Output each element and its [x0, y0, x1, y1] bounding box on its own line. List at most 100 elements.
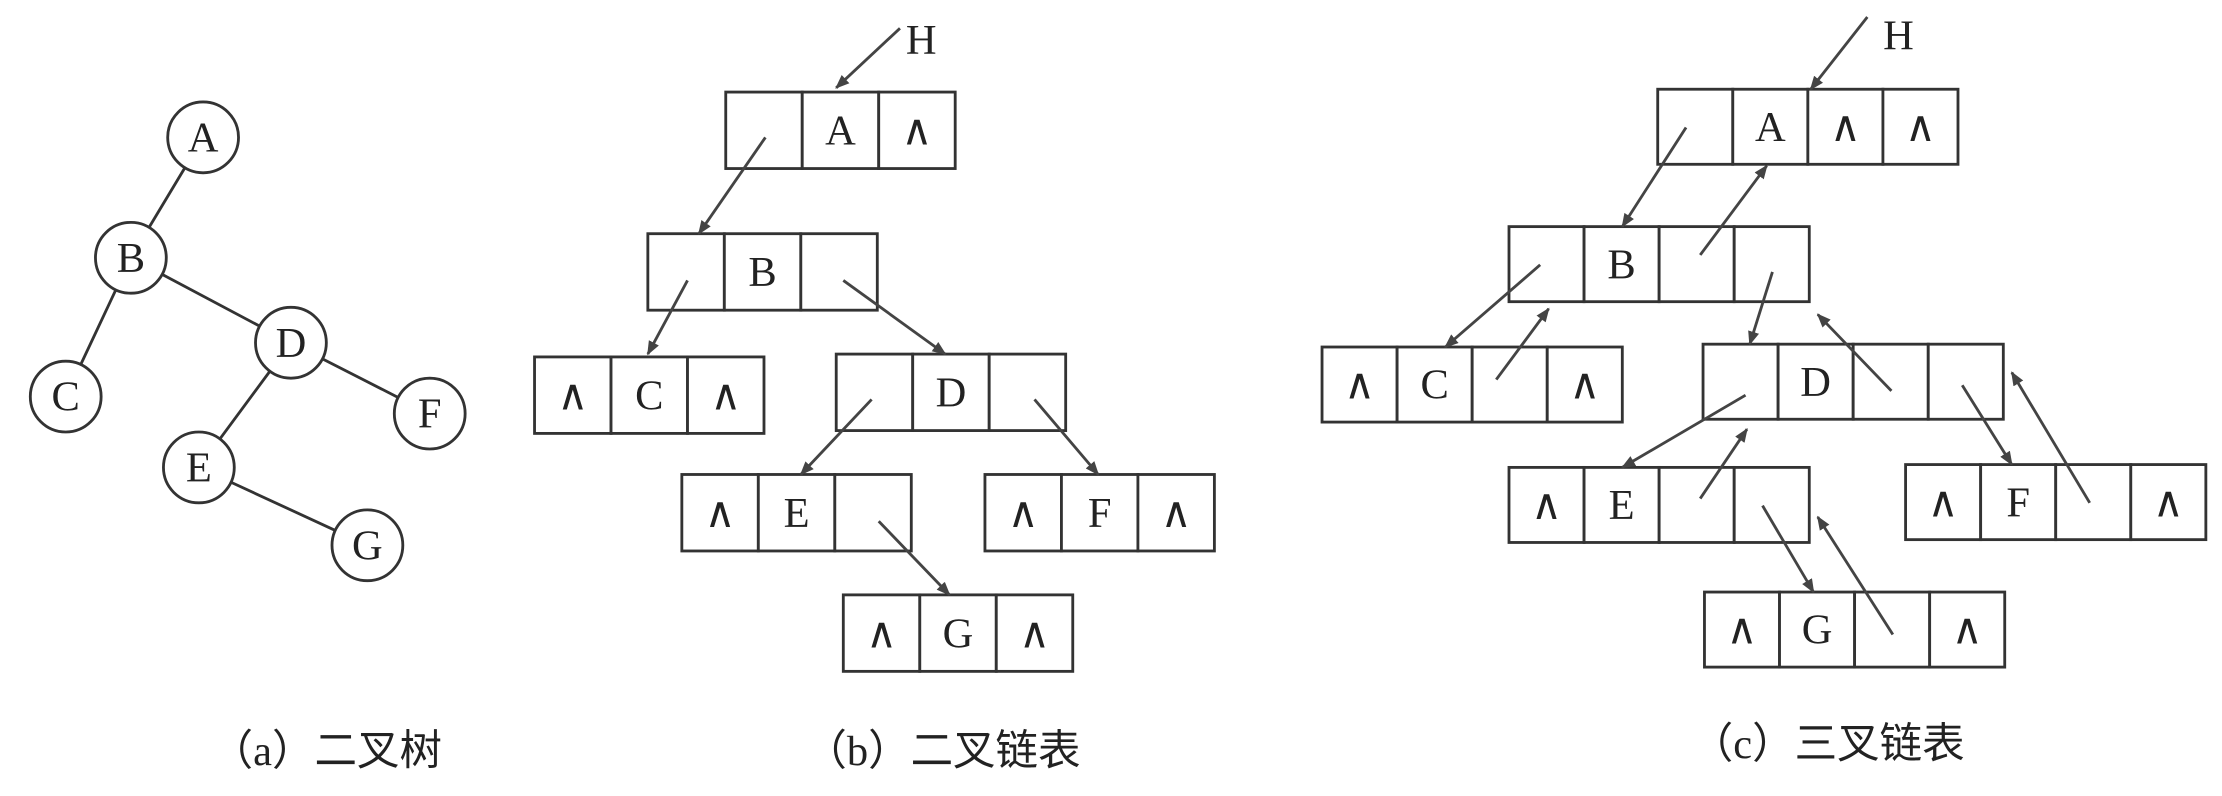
node-data: D: [1800, 359, 1831, 406]
tree-edge: [147, 167, 187, 229]
pointer-arrow: [1761, 504, 1815, 594]
node-field: [918, 593, 998, 673]
node-field: [799, 232, 879, 312]
node-field: [841, 593, 922, 673]
tree-node-label: G: [352, 522, 383, 569]
null-pointer-symbol: ∧: [1928, 479, 1959, 526]
tree-edge: [321, 357, 399, 399]
list-node-c: ∧ C ∧: [1320, 345, 1624, 424]
node-data: E: [784, 490, 810, 537]
tree-node-label: D: [276, 320, 307, 367]
node-data: E: [1609, 482, 1635, 529]
pointer-arrow: [1033, 398, 1100, 476]
node-field: [1582, 465, 1661, 544]
list-node-a: A ∧ ∧: [1656, 87, 1960, 166]
tree-node-f: [392, 376, 467, 451]
pointer-arrow: [1699, 164, 1768, 256]
tree-node-c: [28, 359, 103, 434]
caption-b: （b）二叉链表: [804, 728, 1080, 775]
node-field: [1320, 345, 1399, 424]
node-field: [1657, 225, 1736, 304]
pointer-arrow: [799, 398, 873, 476]
node-field: [1853, 590, 1932, 669]
node-field: [1731, 87, 1810, 166]
node-data: C: [635, 372, 663, 419]
list-node-f: ∧F∧: [1904, 463, 2208, 542]
node-field: [680, 473, 760, 553]
node-field: [1979, 463, 2058, 542]
node-field: [1060, 473, 1140, 553]
node-field: [983, 473, 1063, 553]
node-data: B: [748, 249, 776, 296]
caption-c: （c）三叉链表: [1691, 721, 1965, 768]
pointer-arrow: [1816, 313, 1893, 392]
node-field: [1136, 473, 1216, 553]
node-field: [1701, 342, 1780, 421]
node-field: [1507, 225, 1586, 304]
null-pointer-symbol: ∧: [901, 107, 932, 154]
null-pointer-symbol: ∧: [1019, 610, 1050, 657]
node-data: G: [1802, 607, 1833, 654]
node-field: [1904, 463, 1983, 542]
node-data: G: [943, 610, 974, 657]
node-field: [686, 355, 766, 435]
null-pointer-symbol: ∧: [866, 610, 897, 657]
pointer-arrow: [1621, 126, 1688, 228]
node-field: [2129, 463, 2208, 542]
node-field: [1881, 87, 1960, 166]
list-node-g: ∧ G ∧: [841, 593, 1075, 673]
pointer-arrow: [1495, 307, 1550, 381]
tree-node-label: A: [188, 115, 219, 162]
list-node-e: ∧E: [1507, 465, 1811, 544]
node-field: [1806, 87, 1885, 166]
node-field: [833, 473, 913, 553]
null-pointer-symbol: ∧: [1830, 104, 1861, 151]
panel-trifurcate-linked-list: A∧∧B∧C∧D∧E∧F∧∧G∧: [1320, 16, 2208, 669]
tree-edge: [218, 370, 272, 440]
list-node-d: D: [834, 352, 1068, 432]
pointer-arrow: [1961, 384, 2014, 466]
list-node-a: A∧: [724, 90, 957, 170]
node-field: [994, 593, 1075, 673]
node-field: [2054, 463, 2133, 542]
node-data: C: [1420, 362, 1448, 409]
node-data: D: [936, 369, 967, 416]
null-pointer-symbol: ∧: [1344, 362, 1375, 409]
tree-node-e: [162, 430, 236, 505]
node-field: [724, 90, 804, 170]
pointer-arrow: [1809, 16, 1869, 91]
pointer-arrow: [697, 136, 767, 235]
null-pointer-symbol: ∧: [710, 372, 741, 419]
tree-node-label: F: [418, 391, 442, 438]
null-pointer-symbol: ∧: [1569, 362, 1600, 409]
node-field: [1545, 345, 1624, 424]
null-pointer-symbol: ∧: [1952, 607, 1983, 654]
null-pointer-symbol: ∧: [1726, 607, 1757, 654]
tree-edge: [79, 289, 118, 366]
head-pointer-label-c: H: [1883, 13, 1914, 60]
node-field: [1703, 590, 1781, 669]
pointer-arrow: [842, 279, 947, 356]
node-field: [1776, 342, 1855, 421]
tree-node-g: [330, 508, 405, 583]
node-data: A: [1755, 104, 1786, 151]
null-pointer-symbol: ∧: [1161, 490, 1192, 537]
tree-node-label: B: [117, 235, 145, 282]
tree-node-b: [94, 220, 168, 295]
node-data: B: [1607, 241, 1635, 288]
tree-edge: [230, 480, 336, 532]
node-field: [722, 232, 803, 312]
pointer-arrow: [1621, 393, 1747, 469]
node-field: [1470, 345, 1549, 424]
pointer-arrow: [835, 27, 901, 89]
null-pointer-symbol: ∧: [557, 372, 588, 419]
null-pointer-symbol: ∧: [1905, 104, 1936, 151]
pointer-arrow: [1699, 427, 1749, 500]
pointer-arrow: [2010, 371, 2091, 504]
node-field: [834, 352, 915, 432]
tree-node-label: C: [52, 374, 80, 421]
node-field: [533, 355, 613, 435]
null-pointer-symbol: ∧: [1531, 482, 1562, 529]
list-node-f: ∧F∧: [983, 473, 1216, 553]
